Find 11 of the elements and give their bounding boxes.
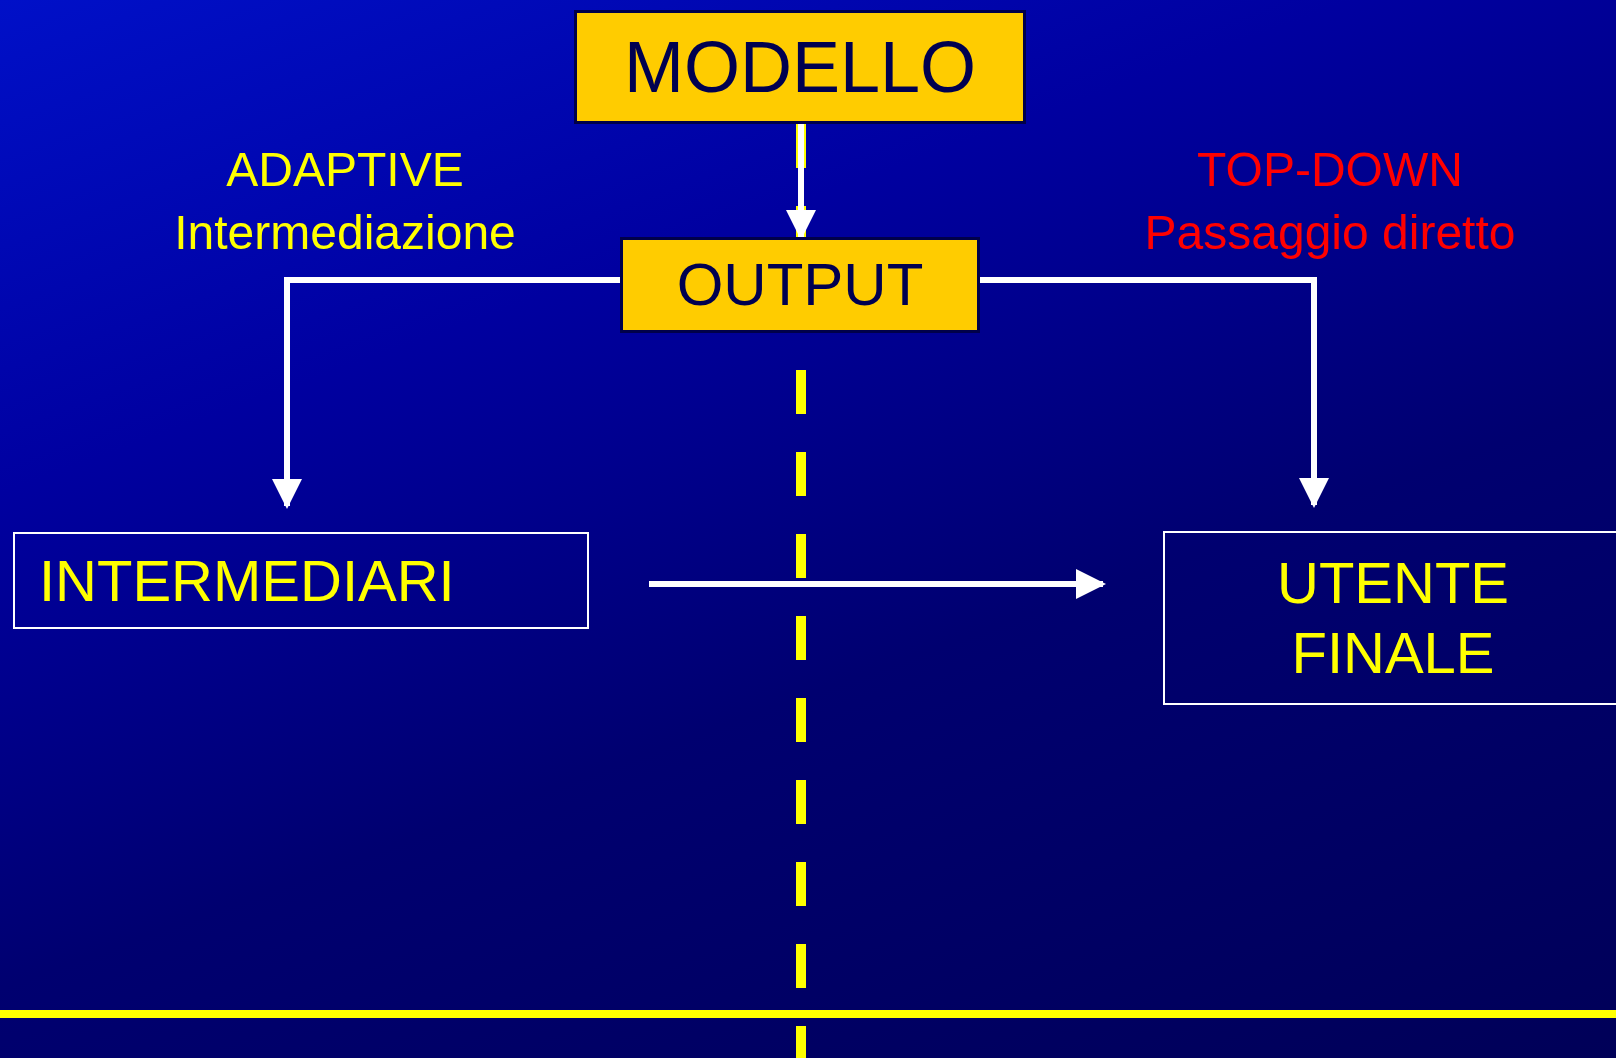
arrow [649,569,1106,599]
title-box: MODELLO [574,10,1026,124]
approach-description: Passaggio diretto [1144,205,1516,260]
approach-label: ADAPTIVE [226,142,464,197]
arrow [980,277,1329,508]
process-box: UTENTE FINALE [1163,531,1616,705]
approach-description: Intermediazione [174,205,516,260]
output-box: OUTPUT [620,237,980,333]
approach-label: TOP-DOWN [1197,142,1463,197]
arrow [272,277,620,509]
process-box: INTERMEDIARI [13,532,589,629]
